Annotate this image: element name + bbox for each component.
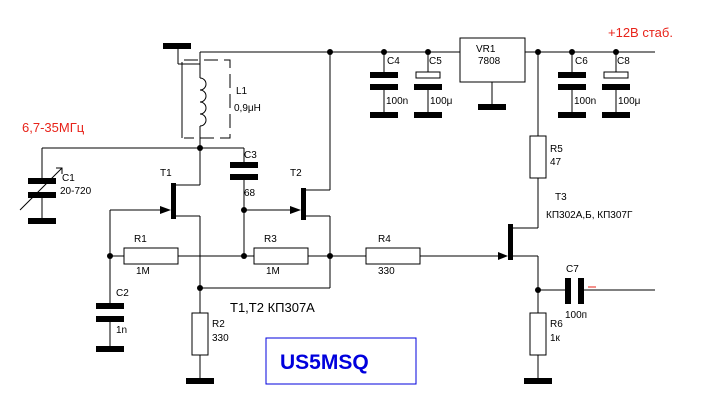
VR1-value: 7808 bbox=[478, 56, 501, 67]
regulator-VR1 bbox=[459, 37, 526, 110]
R3-value: 1M bbox=[266, 266, 280, 277]
VR1-ref: VR1 bbox=[476, 44, 496, 55]
C6-value: 100n bbox=[574, 96, 596, 107]
C5-value: 100μ bbox=[430, 96, 453, 107]
C8-value: 100μ bbox=[618, 96, 641, 107]
T1-ref: T1 bbox=[160, 168, 172, 179]
transistor-T3 bbox=[508, 224, 538, 260]
L1-ref: L1 bbox=[236, 86, 248, 97]
C7-ref: C7 bbox=[566, 264, 579, 275]
transistor-T1 bbox=[110, 183, 201, 288]
callsign-box bbox=[265, 337, 417, 385]
R5-value: 47 bbox=[550, 157, 562, 168]
R2-value: 330 bbox=[212, 333, 229, 344]
resistor-R5 bbox=[529, 49, 547, 228]
frequency-range-label: 6,7-35МГц bbox=[22, 120, 85, 135]
capacitor-C1 bbox=[19, 148, 63, 224]
R2-ref: R2 bbox=[212, 319, 225, 330]
C1-value: 20-720 bbox=[60, 186, 92, 197]
C4-value: 100n bbox=[386, 96, 408, 107]
C6-ref: C6 bbox=[575, 56, 588, 67]
output-node bbox=[535, 256, 565, 293]
T2-ref: T2 bbox=[290, 168, 302, 179]
resistor-R4 bbox=[330, 247, 508, 265]
capacitor-C6 bbox=[558, 49, 586, 118]
R4-value: 330 bbox=[378, 266, 395, 277]
T3-ref: T3 bbox=[555, 192, 567, 203]
C8-ref: C8 bbox=[617, 56, 630, 67]
R3-ref: R3 bbox=[264, 234, 277, 245]
C4-ref: C4 bbox=[387, 56, 400, 67]
inductor-L1 bbox=[178, 59, 231, 148]
L1-value: 0,9μH bbox=[234, 103, 261, 114]
callsign: US5MSQ bbox=[280, 351, 369, 374]
capacitor-C5 bbox=[414, 49, 442, 118]
C1-ref: C1 bbox=[62, 173, 75, 184]
source-node bbox=[197, 285, 330, 291]
C3-value: 68 bbox=[244, 188, 256, 199]
C5-ref: C5 bbox=[429, 56, 442, 67]
resistor-R3 bbox=[244, 247, 333, 265]
T3-types: КП302А,Б, КП307Г bbox=[546, 210, 633, 221]
C3-ref: C3 bbox=[244, 150, 257, 161]
capacitor-C2 bbox=[96, 256, 124, 352]
R1-value: 1M bbox=[136, 266, 150, 277]
capacitor-C7 bbox=[565, 278, 655, 304]
R4-ref: R4 bbox=[378, 234, 391, 245]
transistor-type-note: T1,T2 КП307А bbox=[230, 300, 315, 315]
R5-ref: R5 bbox=[550, 144, 563, 155]
capacitor-C4 bbox=[370, 49, 398, 118]
C7-value: 100п bbox=[565, 310, 587, 321]
transistor-T2 bbox=[290, 49, 333, 288]
R6-value: 1к bbox=[550, 333, 561, 344]
top-ground bbox=[163, 43, 191, 64]
C2-ref: C2 bbox=[116, 288, 129, 299]
C2-value: 1n bbox=[116, 325, 127, 336]
resistor-R6 bbox=[524, 290, 552, 384]
R6-ref: R6 bbox=[550, 319, 563, 330]
R1-ref: R1 bbox=[134, 234, 147, 245]
tank-node bbox=[42, 145, 244, 185]
resistor-R2 bbox=[186, 288, 214, 384]
resistor-R1 bbox=[107, 210, 247, 265]
supply-voltage-label: +12В стаб. bbox=[608, 25, 673, 40]
capacitor-C8 bbox=[602, 49, 630, 118]
